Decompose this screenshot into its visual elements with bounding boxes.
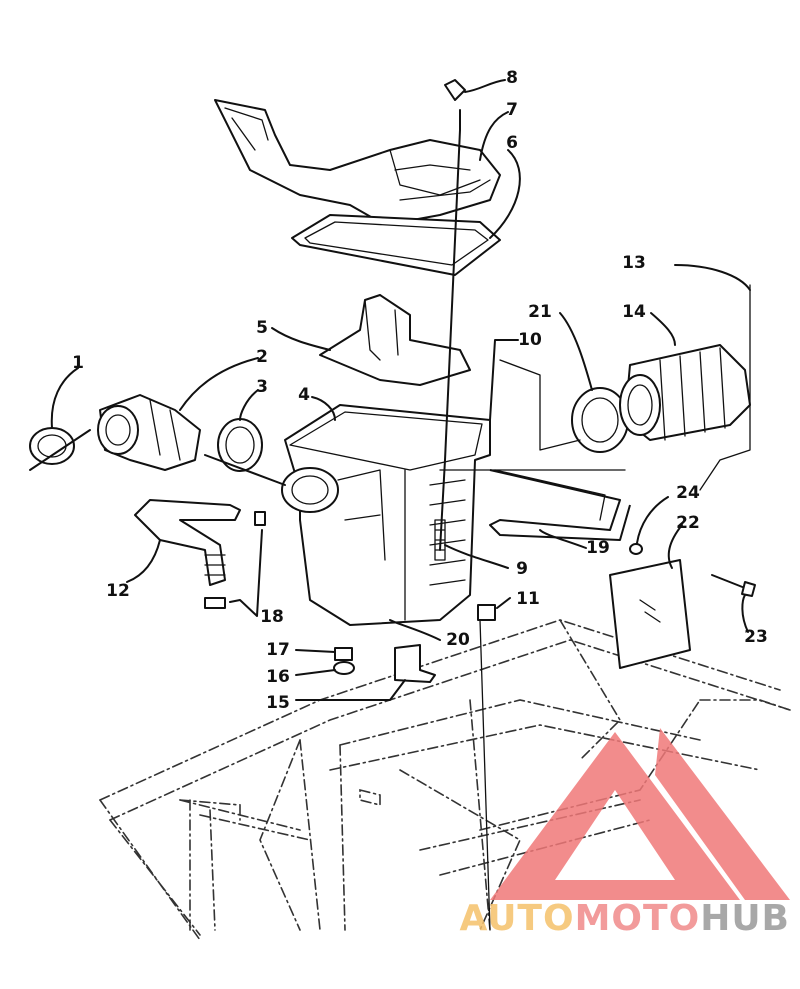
callout-23: 23 [744, 627, 768, 647]
callout-3: 3 [256, 377, 268, 397]
part-access-plate [609, 559, 691, 669]
callout-7: 7 [506, 100, 518, 120]
watermark-part-auto: AUTO [459, 898, 574, 939]
callout-24: 24 [676, 483, 700, 503]
part-airbox [281, 404, 491, 626]
watermark-part-moto: MOTO [575, 898, 701, 939]
callout-11: 11 [516, 589, 540, 609]
leader-lines [50, 79, 751, 701]
part-intake-boot [97, 394, 201, 471]
callout-labels: 1 2 3 4 5 6 7 8 9 10 11 12 13 14 15 16 1… [72, 68, 768, 713]
callout-14: 14 [622, 302, 646, 322]
callout-19: 19 [586, 538, 610, 558]
callout-8: 8 [506, 68, 518, 88]
watermark-wordmark: AUTOMOTOHUB [459, 898, 790, 939]
vehicle-frame [99, 619, 791, 941]
automotohub-watermark: AUTOMOTOHUB [459, 728, 790, 939]
callout-13: 13 [622, 253, 646, 273]
callout-2: 2 [256, 347, 268, 367]
watermark-part-hub: HUB [700, 898, 790, 939]
callout-5: 5 [256, 318, 268, 338]
callout-22: 22 [676, 513, 700, 533]
part-intake-duct-lid [214, 99, 501, 226]
part-mount-hardware [333, 644, 436, 683]
part-cover-plate [319, 294, 471, 386]
callout-6: 6 [506, 133, 518, 153]
part-clamp-3 [204, 418, 286, 486]
part-air-filter [619, 344, 751, 441]
callout-15: 15 [266, 693, 290, 713]
callout-21: 21 [528, 302, 552, 322]
part-clamp-1 [29, 427, 91, 471]
callout-17: 17 [266, 640, 290, 660]
callout-20: 20 [446, 630, 470, 650]
callout-4: 4 [298, 385, 310, 405]
part-washer-bolt [629, 543, 756, 597]
part-rubber-seal [489, 469, 631, 541]
part-lid-gasket [291, 214, 501, 276]
callout-18: 18 [260, 607, 284, 627]
callout-12: 12 [106, 581, 130, 601]
callout-9: 9 [516, 559, 528, 579]
callout-1: 1 [72, 353, 84, 373]
callout-10: 10 [518, 330, 542, 350]
callout-16: 16 [266, 667, 290, 687]
part-drain-rod [434, 79, 496, 931]
part-breather-hose [134, 499, 266, 609]
watermark-triangle-logo [490, 728, 790, 900]
